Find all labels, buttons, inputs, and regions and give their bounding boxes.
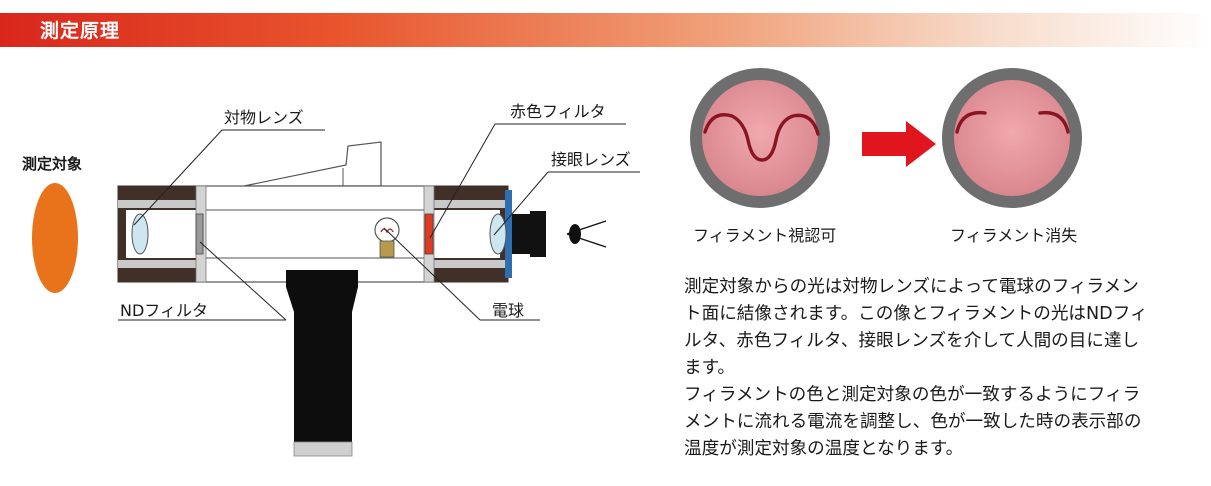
eyepiece-rim	[505, 190, 512, 278]
leader-bulb	[383, 227, 481, 321]
handle	[286, 270, 358, 442]
transition-arrow	[862, 121, 936, 167]
objective-lens-label: 対物レンズ	[224, 108, 304, 127]
front-band-stripe	[118, 200, 196, 208]
rear-band-stripe	[432, 260, 508, 268]
filament-visible	[703, 113, 820, 162]
description-paragraph-2: フィラメントの色と測定対象の色が一致するようにフィラメントに流れる電流を調整し、…	[684, 385, 1142, 459]
view-vanish-label: フィラメント消失	[950, 226, 1078, 245]
description: 測定対象からの光は対物レンズによって電球のフィラメント面に結像されます。この像と…	[684, 274, 1154, 463]
view-visible-inner	[702, 80, 818, 196]
nd-filter	[195, 213, 204, 255]
rear-band-stripe	[432, 200, 508, 208]
filament-vanish-right	[1038, 110, 1070, 134]
eyepiece-label: 接眼レンズ	[551, 150, 631, 169]
section-title: 測定原理	[40, 20, 121, 42]
eyepiece-cup	[512, 214, 530, 254]
red-filter-label: 赤色フィルタ	[510, 102, 606, 121]
nd-filter-label: NDフィルタ	[120, 301, 208, 320]
measurement-target	[32, 183, 78, 293]
eyepiece-cup-end	[530, 211, 546, 257]
leader-red-filter	[429, 123, 496, 239]
front-band-stripe	[118, 260, 196, 268]
view-visible-label: フィラメント視認可	[693, 226, 837, 245]
sight-housing	[243, 141, 382, 187]
bulb-filament	[380, 228, 394, 234]
filament-vanish-left	[955, 110, 987, 134]
bulb-base	[379, 240, 395, 258]
target-label: 測定対象	[22, 155, 83, 173]
view-vanish-inner	[954, 80, 1070, 196]
eye-pupil	[569, 224, 581, 244]
red-filter	[424, 213, 434, 255]
leader-objective	[133, 129, 223, 226]
section-header: 測定原理	[0, 13, 1211, 47]
handle-cap	[293, 441, 353, 457]
objective-lens	[131, 213, 149, 255]
leader-nd-filter	[199, 241, 287, 321]
rear-band-window	[432, 210, 500, 258]
leader-eyepiece	[493, 171, 549, 236]
eyepiece-lens	[489, 213, 507, 255]
description-paragraph-1: 測定対象からの光は対物レンズによって電球のフィラメント面に結像されます。この像と…	[684, 277, 1148, 378]
bulb-label: 電球	[492, 301, 525, 320]
